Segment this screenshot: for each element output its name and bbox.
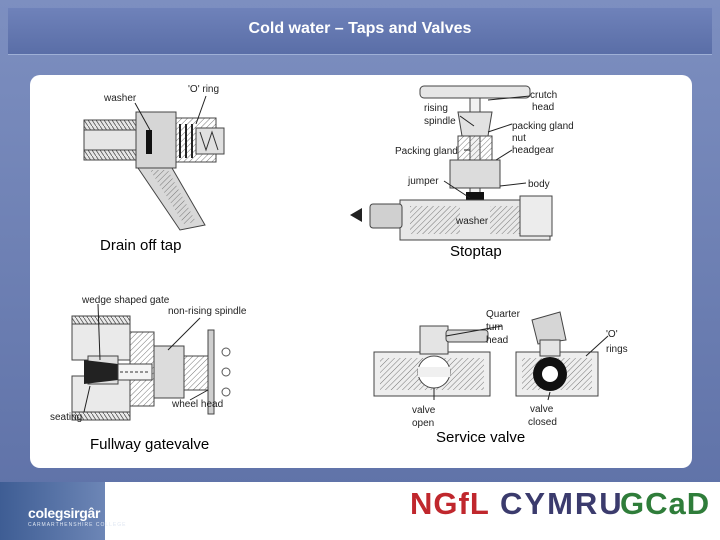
drain-o-ring-label: 'O' ring — [188, 84, 219, 95]
washer-shape — [146, 130, 152, 154]
o-rings-label-2: rings — [606, 344, 628, 355]
footer-logo-strip — [0, 482, 105, 540]
wheel-head-shape — [207, 329, 215, 415]
drain-off-tap-drawing — [83, 95, 225, 231]
college-logo: colegsirgâr — [28, 505, 101, 521]
stoptap-washer-label: washer — [455, 216, 489, 227]
college-logo-subtitle: CARMARTHENSHIRE COLLEGE — [28, 522, 127, 528]
drain-off-tap-caption: Drain off tap — [100, 237, 181, 254]
valve-open-label-2: open — [412, 418, 434, 429]
rising-spindle-label-1: rising — [424, 103, 448, 114]
crutch-head-label-1: crutch — [530, 90, 557, 101]
gatevalve-caption: Fullway gatevalve — [90, 436, 209, 453]
crutch-head-label-2: head — [532, 102, 554, 113]
crutch-head-shape — [419, 85, 531, 99]
valve-closed-label-1: valve — [530, 404, 554, 415]
wheel-head-label: wheel head — [171, 399, 223, 410]
washer-leader — [134, 102, 151, 131]
title-bar — [8, 8, 712, 55]
service-valve-caption: Service valve — [436, 429, 525, 446]
non-rising-spindle-label: non-rising spindle — [168, 306, 247, 317]
o-ring-leader — [195, 95, 207, 125]
seating-label: seating — [50, 412, 82, 423]
drain-washer-label: washer — [103, 93, 137, 104]
stoptap-caption: Stoptap — [450, 243, 502, 260]
ngfl-logo: NGfL — [410, 486, 490, 521]
footer-bar — [0, 482, 720, 540]
gcad-logo: GCaD — [620, 486, 711, 521]
quarter-turn-label-3: head — [486, 335, 508, 346]
service-valve-drawing — [373, 311, 609, 401]
valve-closed-label-2: closed — [528, 417, 557, 428]
cymru-logo: CYMRU — [500, 486, 624, 521]
headgear-label: headgear — [512, 145, 555, 156]
gatevalve-drawing — [71, 303, 231, 421]
packing-gland-label: Packing gland — [395, 146, 458, 157]
wedge-gate-shape — [84, 360, 118, 384]
jumper-label: jumper — [407, 176, 439, 187]
quarter-turn-label-1: Quarter — [486, 309, 521, 320]
wedge-gate-label: wedge shaped gate — [81, 295, 170, 306]
stoptap-washer-shape — [466, 192, 484, 200]
rising-spindle-label-2: spindle — [424, 116, 456, 127]
body-label: body — [528, 179, 550, 190]
packing-gland-nut-label-1: packing gland — [512, 121, 574, 132]
quarter-turn-label-2: turn — [486, 322, 503, 333]
slide-title: Cold water – Taps and Valves — [248, 20, 472, 37]
o-rings-label-1: 'O' — [606, 329, 618, 340]
stoptap-drawing — [350, 85, 553, 241]
valve-open-label-1: valve — [412, 405, 436, 416]
packing-gland-nut-label-2: nut — [512, 133, 526, 144]
